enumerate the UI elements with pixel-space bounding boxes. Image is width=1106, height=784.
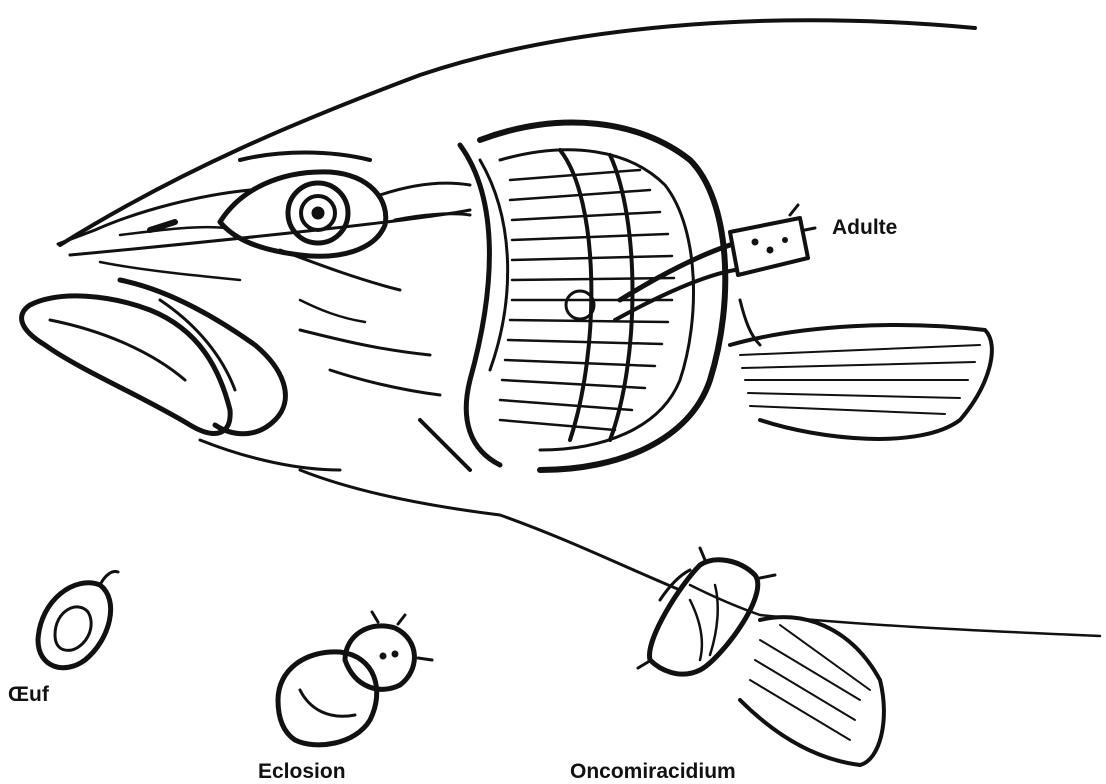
adult-parasite [615, 205, 815, 320]
fish-pectoral-fin [730, 300, 992, 439]
fish-operculum [420, 145, 508, 470]
label-hatching: Eclosion [258, 761, 346, 782]
label-oncomiracidium: Oncomiracidium [570, 761, 736, 782]
label-egg: Œuf [8, 684, 49, 705]
label-adult: Adulte [832, 217, 897, 238]
fish-eye [220, 172, 386, 256]
egg-drawing [38, 572, 118, 668]
fin-fragment [740, 617, 884, 765]
fish-mouth [22, 280, 340, 470]
hatching-drawing [278, 612, 432, 745]
oncomiracidium-drawing [638, 548, 775, 674]
fish-head [58, 153, 470, 396]
fish-gills [480, 123, 725, 470]
